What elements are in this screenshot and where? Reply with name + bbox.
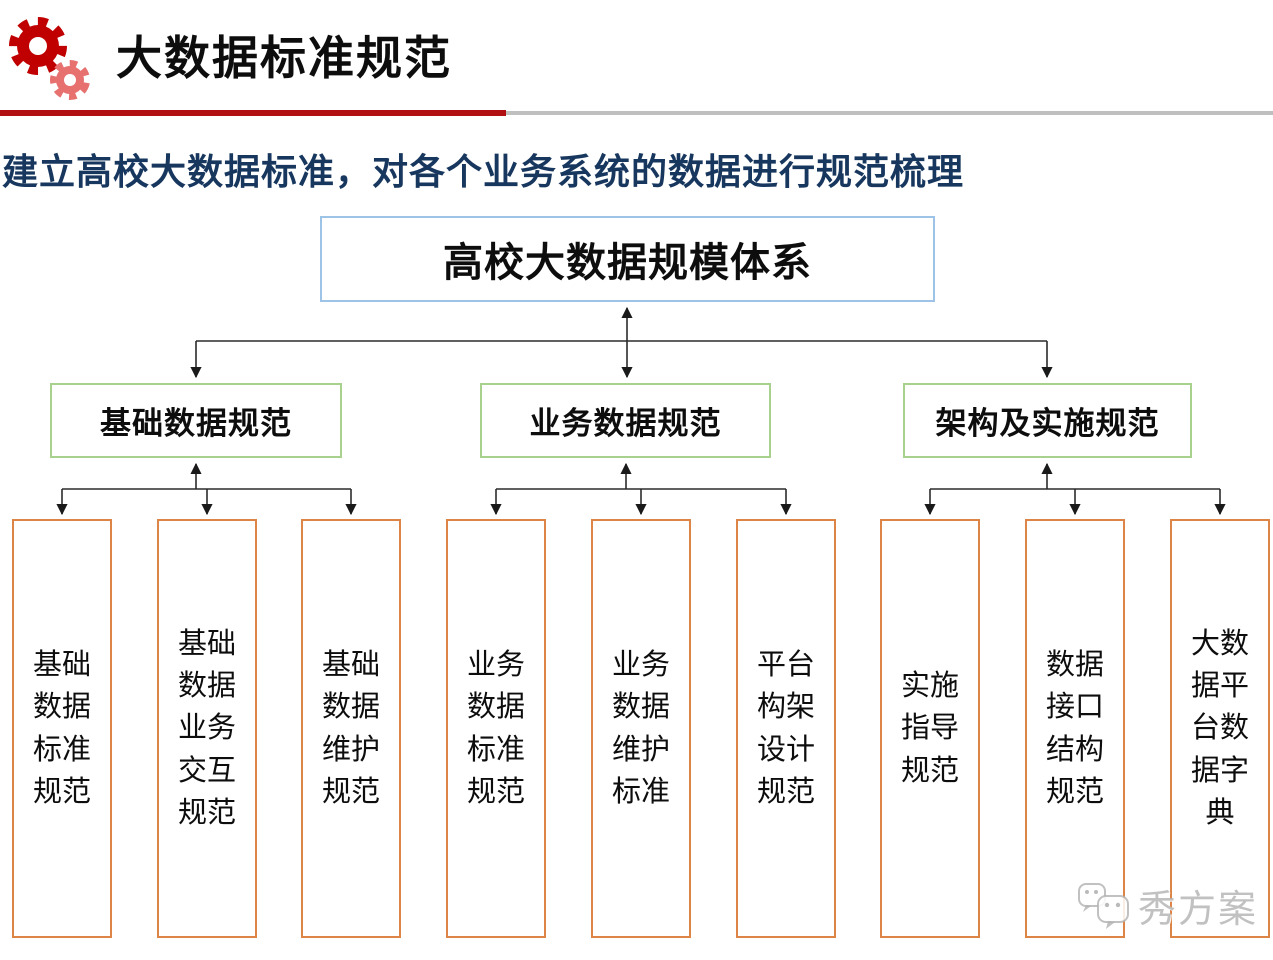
- branch-node-architecture: 架构及实施规范: [903, 383, 1192, 458]
- chat-bubbles-icon: [1078, 883, 1129, 929]
- leaf-label: 实施指导规范: [900, 670, 959, 787]
- leaf-node: 实施指导规范: [880, 519, 980, 938]
- leaf-label: 基础数据维护规范: [321, 649, 380, 808]
- leaf-label: 基础数据标准规范: [32, 649, 91, 808]
- leaf-node: 平台构架设计规范: [736, 519, 836, 938]
- branch-node-business-data: 业务数据规范: [480, 383, 771, 458]
- branch-node-basic-data: 基础数据规范: [50, 383, 342, 458]
- leaf-node: 基础数据维护规范: [301, 519, 401, 938]
- divider-red-segment: [0, 110, 506, 116]
- leaf-label: 业务数据标准规范: [466, 649, 525, 808]
- divider-gray-segment: [506, 111, 1273, 115]
- leaf-node: 业务数据标准规范: [446, 519, 546, 938]
- leaf-label: 大数据平台数据字典: [1190, 628, 1249, 829]
- leaf-label: 业务数据维护标准: [611, 649, 670, 808]
- leaf-label: 数据接口结构规范: [1045, 649, 1104, 808]
- leaf-node: 业务数据维护标准: [591, 519, 691, 938]
- leaf-label: 平台构架设计规范: [756, 649, 815, 808]
- leaf-node: 基础数据业务交互规范: [157, 519, 257, 938]
- page-title: 大数据标准规范: [116, 32, 452, 84]
- watermark-text: 秀方案: [1138, 888, 1259, 931]
- slide-subtitle: 建立高校大数据标准，对各个业务系统的数据进行规范梳理: [2, 151, 965, 192]
- root-node: 高校大数据规模体系: [320, 216, 935, 302]
- gears-icon: [9, 17, 90, 100]
- leaf-node: 数据接口结构规范: [1025, 519, 1125, 938]
- watermark: 秀方案: [1076, 876, 1258, 934]
- leaf-node: 大数据平台数据字典: [1170, 519, 1270, 938]
- leaf-node: 基础数据标准规范: [12, 519, 112, 938]
- leaf-label: 基础数据业务交互规范: [177, 628, 236, 829]
